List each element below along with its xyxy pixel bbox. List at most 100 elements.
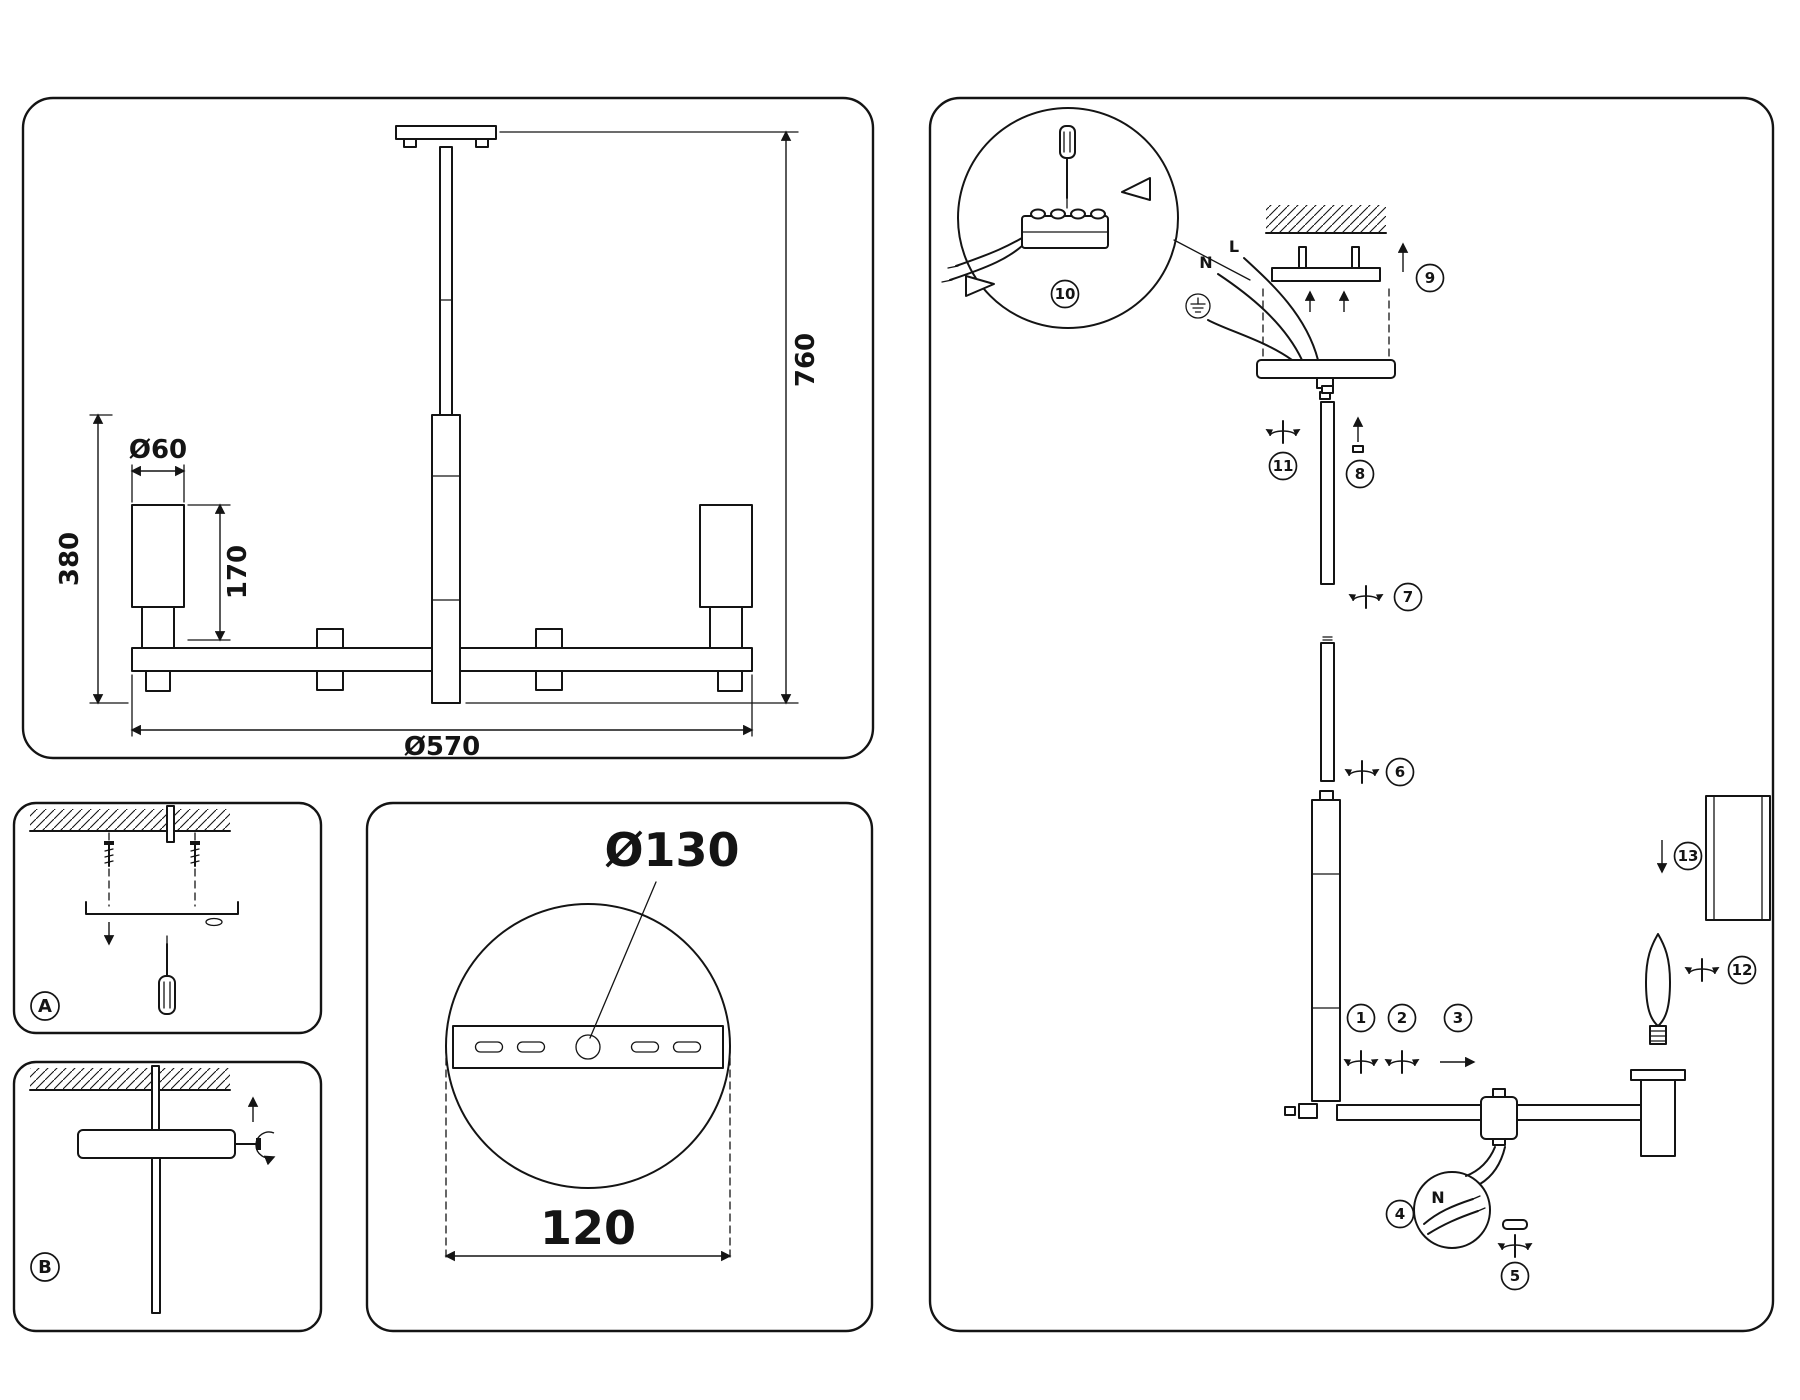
rotate-icon (1264, 420, 1302, 444)
screwdriver-icon (158, 935, 176, 1015)
ceiling-plate-foot (403, 138, 417, 148)
rotate-icon (1342, 1050, 1380, 1074)
wire-neutral-detail-label: N (1431, 1188, 1444, 1207)
ceiling-hatch (30, 809, 230, 831)
step-badge-8 (1345, 459, 1375, 489)
panel-a-badge (30, 991, 60, 1021)
wire (1423, 1198, 1474, 1225)
step-number-9: 9 (1425, 269, 1435, 287)
rotate-icon (1496, 1234, 1534, 1258)
column-nipple (1319, 790, 1334, 801)
ceiling-plate (395, 125, 497, 140)
step-number-1: 1 (1356, 1009, 1366, 1027)
panel-canopy-detail: Ø130 120 (365, 801, 874, 1333)
dim-label-shade-diameter: Ø60 (129, 435, 187, 465)
wire (1479, 1146, 1506, 1185)
ceiling-stud (151, 1065, 160, 1131)
left-lamp-shade (131, 504, 185, 608)
dimension-overall-diameter: Ø570 (130, 674, 754, 762)
junction-nipple-bottom (1492, 1138, 1506, 1146)
left-lamp-stub (145, 670, 171, 692)
step-badge-3 (1443, 1003, 1473, 1033)
panel-overall-dimensions: Ø60 380 170 760 Ø570 (21, 96, 875, 762)
arm-tube-outer (1516, 1104, 1642, 1121)
bracket-center-hole (575, 1034, 601, 1060)
hanging-rod (151, 1157, 161, 1314)
junction-box (1480, 1096, 1518, 1140)
mid-holder-2-bottom (535, 670, 563, 691)
wire (1243, 257, 1319, 361)
ground-wire (1207, 319, 1293, 361)
wire-joining-detail-circle: N (1413, 1171, 1491, 1249)
terminal-screw (1030, 208, 1046, 220)
terminal-screw (1090, 208, 1106, 220)
glass-shade (1705, 795, 1771, 921)
bracket-slot (630, 1041, 660, 1053)
step-number-3: 3 (1453, 1009, 1463, 1027)
rotate-icon (1343, 760, 1381, 784)
dimension-shade-height: 170 (187, 503, 253, 642)
step-number-7: 7 (1403, 588, 1413, 606)
screwdriver-icon (1059, 125, 1076, 209)
step-badge-4 (1385, 1199, 1415, 1229)
rotate-icon (1683, 958, 1721, 982)
step-badge-12 (1727, 955, 1757, 985)
step-number-4: 4 (1395, 1205, 1405, 1223)
step-number-11: 11 (1273, 457, 1294, 475)
dim-label-canopy-spacing: 120 (540, 1201, 636, 1255)
dim-label-overall-diameter: Ø570 (404, 732, 480, 762)
step-number-13: 13 (1678, 847, 1699, 865)
step-badge-2 (1387, 1003, 1417, 1033)
wire-neutral-label: N (1199, 253, 1212, 272)
canopy-bracket-plate (452, 1025, 724, 1069)
panel-mounting-step-a: A (12, 801, 323, 1035)
step-number-2: 2 (1397, 1009, 1407, 1027)
bracket-slot (516, 1041, 546, 1053)
step-number-12: 12 (1732, 961, 1753, 979)
panel-mounting-step-b: B (12, 1060, 323, 1333)
junction-nipple-top (1492, 1088, 1506, 1098)
detail-leader-line (1173, 239, 1251, 281)
rod-section-lower (1320, 642, 1335, 782)
step-number-6: 6 (1395, 763, 1405, 781)
mounting-bar (1271, 267, 1381, 282)
left-lamp-socket (141, 606, 175, 649)
chandelier-front-view (131, 125, 753, 704)
ground-icon (1185, 293, 1211, 319)
canopy-plate (77, 1129, 236, 1159)
screw-icon (190, 841, 200, 867)
mid-holder-1-top (316, 628, 344, 649)
right-lamp-shade (699, 504, 753, 608)
cap-nut (1502, 1219, 1528, 1230)
rotate-arrow-icon (255, 1131, 276, 1166)
step-badge-7 (1393, 582, 1423, 612)
candle-bulb (1645, 933, 1671, 1027)
panel-b-label: B (38, 1257, 52, 1278)
wiring-detail-circle: 10 (941, 107, 1179, 329)
step-number-10: 10 (1055, 285, 1076, 303)
ceiling-anchor-pin (166, 805, 175, 843)
panel-border (12, 801, 323, 1035)
wire-live-label: L (1229, 237, 1239, 256)
panel-a-label: A (38, 996, 52, 1017)
mounting-screw (1298, 246, 1307, 269)
arm-connector (1298, 1103, 1318, 1119)
side-screw-icon (234, 1131, 276, 1166)
bracket-slot (672, 1041, 702, 1053)
dim-label-drop-height: 380 (55, 532, 85, 586)
dimension-shade-diameter: Ø60 (129, 435, 187, 503)
right-lamp-stub (717, 670, 743, 692)
rod-section-upper (1320, 401, 1335, 585)
wire (1427, 1210, 1479, 1235)
step-badge-10 (1050, 279, 1080, 309)
rotate-icon (1347, 585, 1385, 609)
wire (949, 245, 1023, 281)
panel-border (365, 801, 874, 1333)
step-badge-6 (1385, 757, 1415, 787)
right-lamp-socket (709, 606, 743, 649)
step-number-5: 5 (1510, 1267, 1520, 1285)
panel-border (928, 96, 1775, 1333)
ceiling-hatch (30, 1068, 230, 1090)
